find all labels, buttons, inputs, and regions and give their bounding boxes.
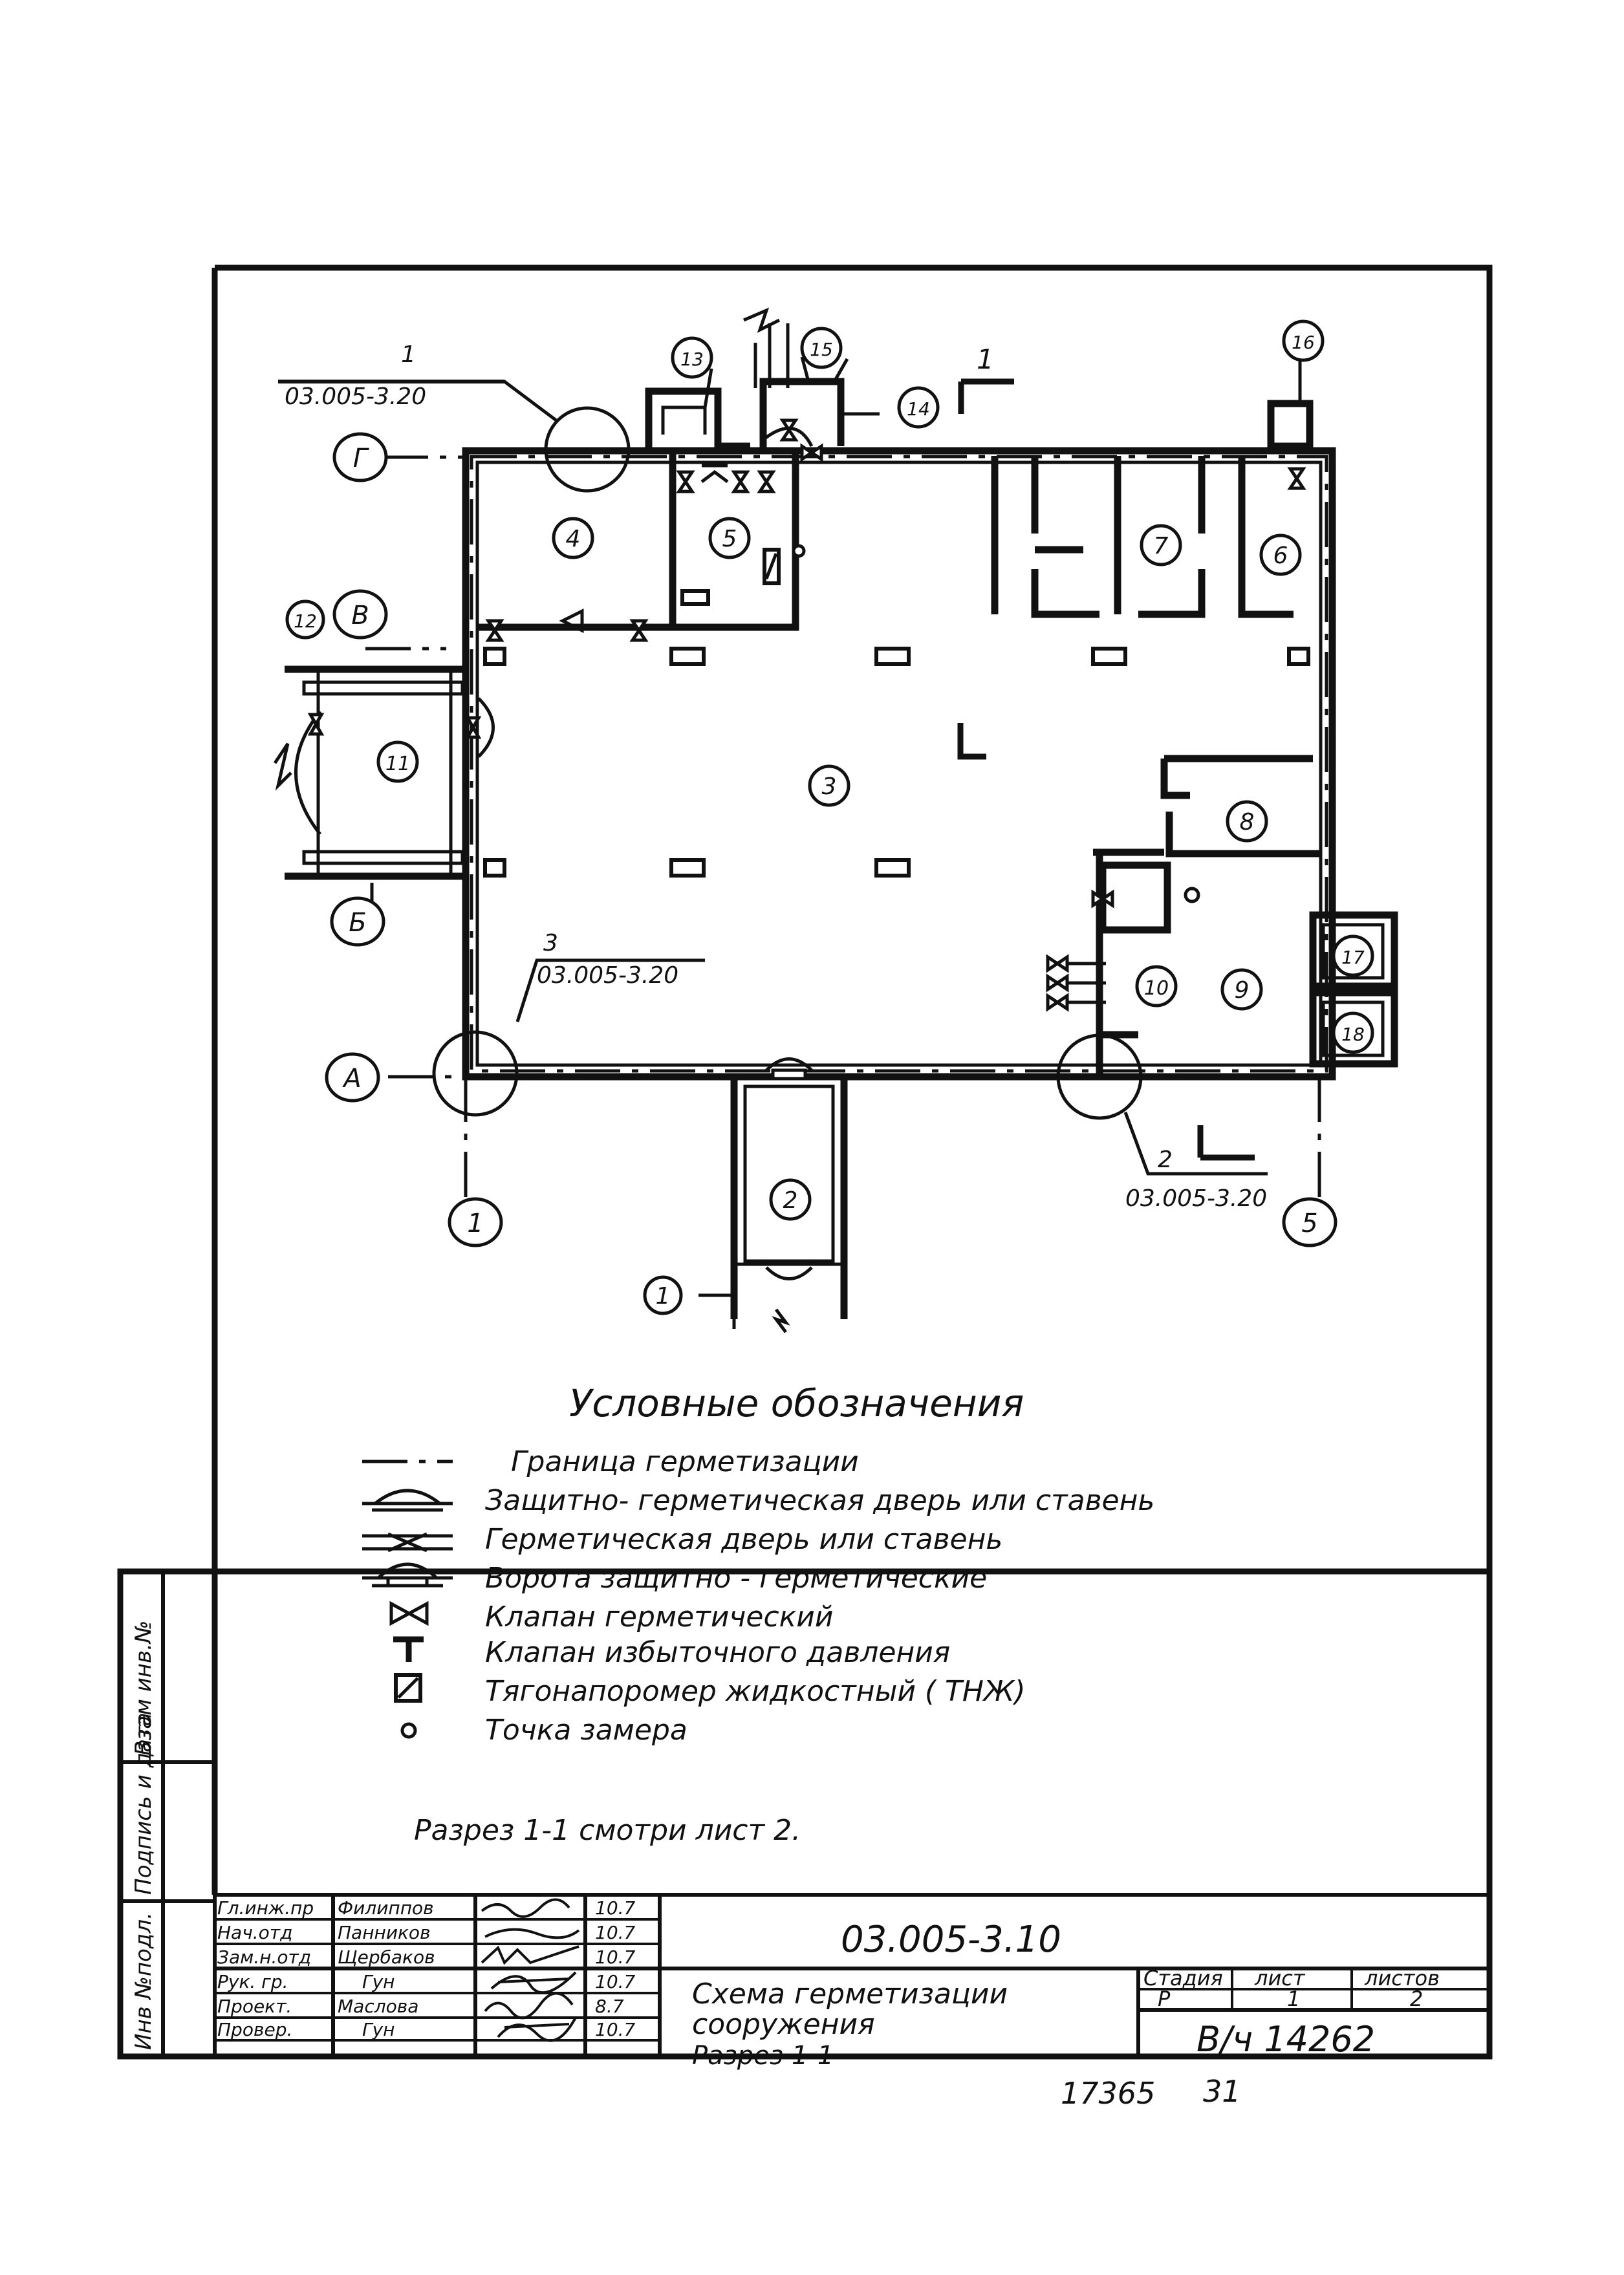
archive-number: 17365 — [1061, 2076, 1155, 2111]
document-code: 03.005-3.10 — [841, 1919, 1061, 1961]
sign-name-1: Филиппов — [338, 1897, 434, 1919]
sheet-header: лист — [1254, 1966, 1306, 1990]
legend-item-2: Защитно- герметическая дверь или ставень — [485, 1484, 1154, 1517]
stage-value: Р — [1158, 1987, 1171, 2011]
legend-item-5: Клапан герметический — [485, 1601, 833, 1633]
callout-3-ref: 03.005-3.20 — [537, 962, 678, 989]
title-line-3: Разрез 1-1 — [692, 2041, 834, 2071]
room-5: 5 — [722, 526, 737, 552]
sheet-value: 1 — [1287, 1987, 1300, 2011]
sign-name-6: Гун — [362, 2019, 395, 2040]
callout-2-number: 2 — [1158, 1147, 1173, 1173]
room-18: 18 — [1341, 1024, 1365, 1045]
room-12: 12 — [294, 610, 317, 632]
callout-1-number: 1 — [401, 341, 416, 368]
side-stamp-inv: Инв №подл. — [131, 1912, 157, 2050]
callout-3-number: 3 — [543, 930, 558, 956]
shelter-outer-wall — [462, 447, 1336, 1081]
detail-callouts: 1 03.005-3.20 3 03.005-3.20 2 03.005-3.2… — [285, 341, 1267, 1212]
title-block: Гл.инж.пр Филиппов 10.7 Нач.отд Панников… — [213, 1893, 1491, 2071]
room-6: 6 — [1273, 543, 1288, 569]
sheets-value: 2 — [1410, 1987, 1423, 2011]
sign-date-1: 10.7 — [595, 1897, 636, 1919]
room-1: 1 — [656, 1283, 671, 1310]
side-stamp-replace: Взам инв.№ — [131, 1621, 157, 1756]
legend-item-8: Точка замера — [485, 1714, 687, 1747]
callout-2-ref: 03.005-3.20 — [1125, 1185, 1267, 1212]
page-number: 31 — [1203, 2074, 1241, 2109]
room-15: 15 — [810, 339, 833, 360]
organization: В/ч 14262 — [1196, 2019, 1375, 2060]
side-stamp-signature: Подпись и дата — [131, 1712, 157, 1895]
door-symbols — [307, 426, 814, 1280]
sign-date-4: 10.7 — [595, 1971, 636, 1992]
sign-role-6: Провер. — [217, 2019, 292, 2040]
room-10: 10 — [1144, 977, 1169, 1000]
sign-date-6: 10.7 — [595, 2019, 636, 2040]
floor-plan: 1 — [273, 307, 1398, 1333]
room-7: 7 — [1154, 533, 1169, 559]
handwritten-signatures — [481, 1898, 580, 2042]
sign-role-1: Гл.инж.пр — [217, 1897, 314, 1919]
sign-date-2: 10.7 — [595, 1922, 636, 1943]
sign-role-3: Зам.н.отд — [217, 1946, 311, 1968]
side-stamp: Инв №подл. Подпись и дата Взам инв.№ — [118, 1569, 215, 2058]
sign-name-4: Гун — [362, 1971, 395, 1992]
axis-g: Г — [353, 444, 369, 473]
legend-item-7: Тягонапоромер жидкостный ( ТНЖ) — [485, 1675, 1026, 1708]
room-13: 13 — [680, 349, 704, 370]
axis-5: 5 — [1301, 1209, 1317, 1238]
room-9: 9 — [1235, 977, 1250, 1004]
sealing-boundary — [470, 455, 1328, 1073]
sheets-header: листов — [1364, 1966, 1440, 1990]
legend-item-4: Ворота защитно - герметические — [485, 1562, 987, 1595]
callout-1-ref: 03.005-3.20 — [285, 383, 426, 410]
room-14: 14 — [907, 398, 930, 420]
legend-symbols — [362, 1460, 453, 1739]
axis-b: Б — [349, 908, 366, 938]
axis-a: А — [341, 1064, 361, 1094]
legend-item-1: Граница герметизации — [511, 1445, 859, 1478]
legend-item-3: Герметическая дверь или ставень — [485, 1523, 1002, 1556]
sign-date-3: 10.7 — [595, 1946, 636, 1968]
section-mark-top: 1 — [977, 343, 994, 375]
legend-item-6: Клапан избыточного давления — [485, 1636, 950, 1669]
stage-header: Стадия — [1143, 1966, 1223, 1990]
room-2: 2 — [783, 1187, 798, 1214]
sign-name-5: Маслова — [338, 1996, 418, 2017]
sign-name-2: Панников — [338, 1922, 431, 1943]
room-8: 8 — [1240, 809, 1255, 836]
legend-title: Условные обозначения — [569, 1381, 1024, 1425]
axis-markers: Г В Б А 1 5 — [325, 432, 1337, 1247]
legend-note: Разрез 1-1 смотри лист 2. — [414, 1814, 801, 1847]
room-11: 11 — [385, 753, 410, 775]
room-labels: 1 2 3 4 5 6 7 8 9 10 11 12 13 14 15 16 1… — [285, 319, 1374, 1315]
sign-role-2: Нач.отд — [217, 1922, 292, 1943]
sign-date-5: 8.7 — [595, 1996, 624, 2017]
sign-name-3: Щербаков — [338, 1946, 435, 1968]
legend: Условные обозначения Граница герметизаци… — [362, 1381, 1154, 1847]
axis-v: В — [351, 601, 369, 631]
room-16: 16 — [1292, 332, 1315, 353]
room-3: 3 — [822, 773, 837, 800]
room-4: 4 — [566, 526, 581, 552]
axis-1: 1 — [467, 1209, 483, 1238]
title-line-2: сооружения — [692, 2008, 875, 2041]
hermetic-valves — [485, 418, 1306, 1012]
sign-role-5: Проект. — [217, 1996, 292, 2017]
room-17: 17 — [1341, 947, 1365, 968]
sign-role-4: Рук. гр. — [217, 1971, 288, 1992]
title-line-1: Схема герметизации — [692, 1978, 1008, 2011]
